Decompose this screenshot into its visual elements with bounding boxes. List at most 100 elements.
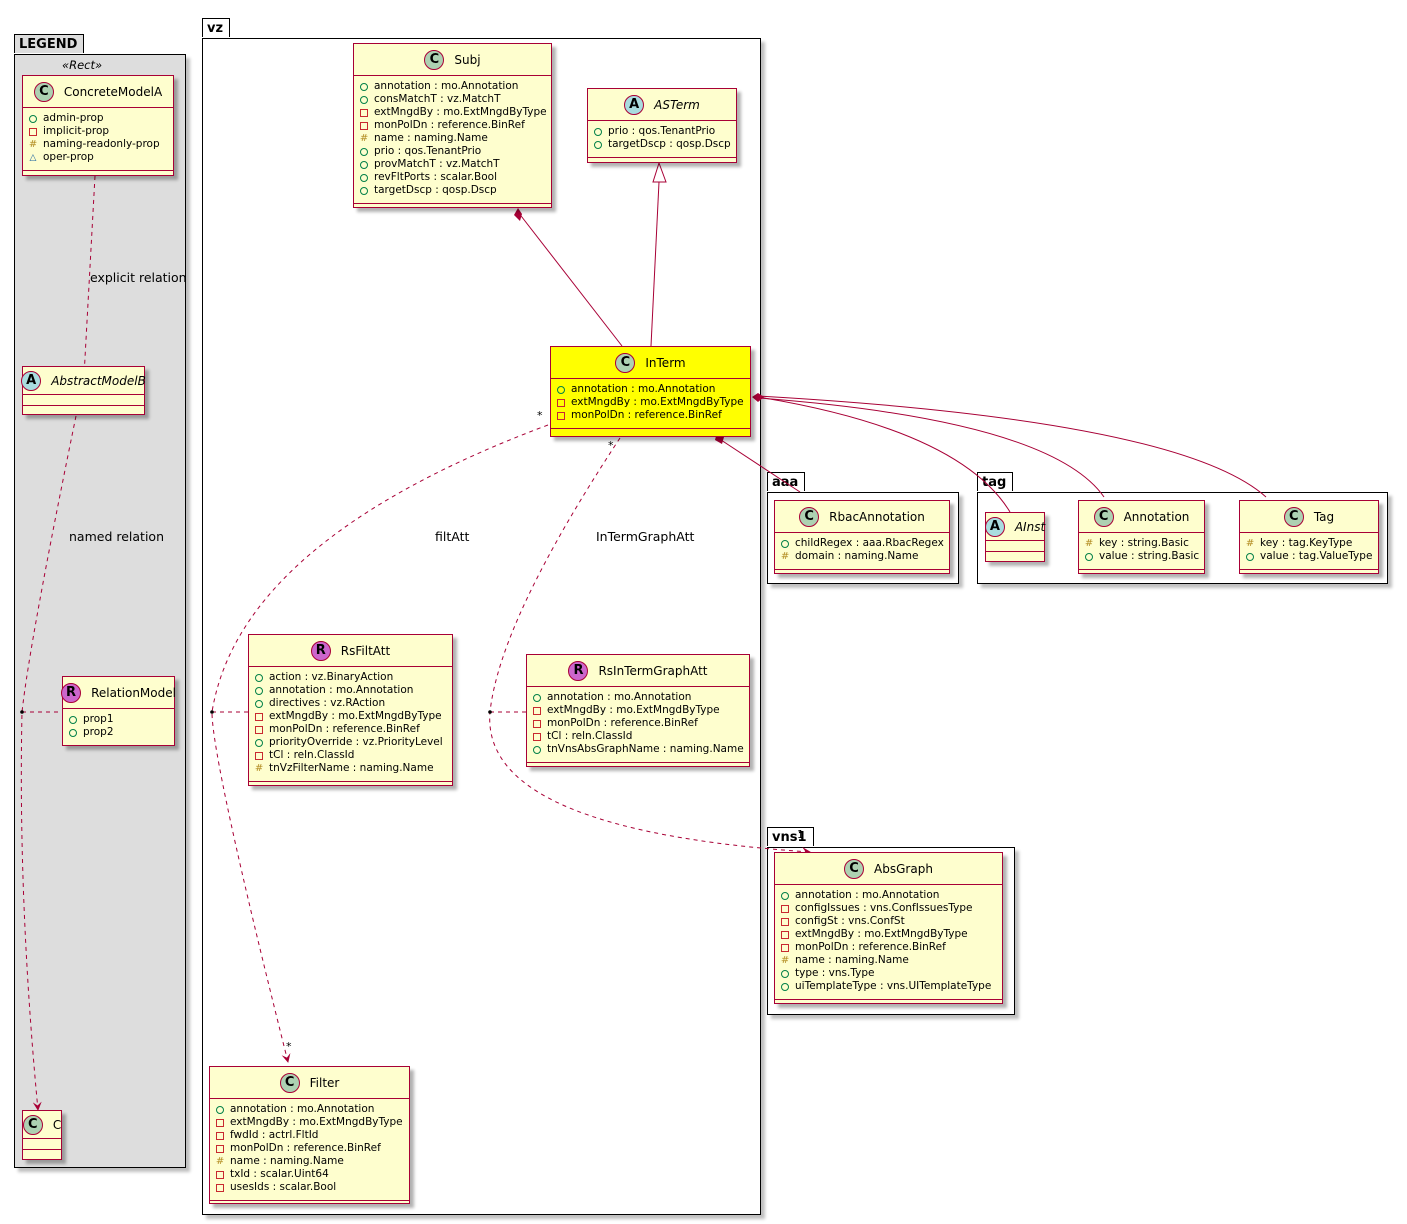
attribute-row: prop2 bbox=[69, 726, 168, 739]
visibility-prot-icon: # bbox=[28, 138, 38, 150]
class-kind-a-icon: A bbox=[984, 516, 1005, 537]
attribute-row: annotation : mo.Annotation bbox=[216, 1103, 403, 1116]
class-name: RsInTermGraphAtt bbox=[598, 663, 708, 678]
attribute-text: configIssues : vns.ConfIssuesType bbox=[795, 902, 973, 914]
visibility-priv-icon bbox=[29, 127, 37, 136]
visibility-pub-icon bbox=[1085, 552, 1093, 561]
attribute-row: extMngdBy : mo.ExtMngdByType bbox=[360, 106, 547, 119]
visibility-prot-icon: # bbox=[780, 550, 790, 562]
attribute-row: monPolDn : reference.BinRef bbox=[255, 723, 446, 736]
class-kind-c-icon: C bbox=[844, 858, 865, 879]
visibility-priv-icon bbox=[255, 751, 263, 760]
attribute-row: annotation : mo.Annotation bbox=[360, 80, 545, 93]
visibility-priv-icon bbox=[781, 943, 789, 952]
visibility-priv-icon bbox=[360, 121, 368, 130]
attribute-text: revFltPorts : scalar.Bool bbox=[374, 171, 498, 183]
visibility-prot-icon: # bbox=[359, 132, 369, 144]
attribute-text: monPolDn : reference.BinRef bbox=[571, 409, 722, 421]
attribute-text: prio : qos.TenantPrio bbox=[608, 125, 716, 137]
attribute-text: fwdId : actrl.FltId bbox=[230, 1129, 319, 1141]
attribute-row: annotation : mo.Annotation bbox=[533, 691, 743, 704]
visibility-pub-icon bbox=[216, 1105, 224, 1114]
attribute-text: txId : scalar.Uint64 bbox=[230, 1168, 329, 1180]
attribute-row: #name : naming.Name bbox=[216, 1155, 403, 1168]
attribute-text: monPolDn : reference.BinRef bbox=[269, 723, 420, 735]
class-kind-c-icon: C bbox=[424, 49, 445, 70]
explicit-relation-line bbox=[79, 175, 96, 377]
attribute-text: domain : naming.Name bbox=[795, 550, 919, 562]
attribute-row: type : vns.Type bbox=[781, 967, 996, 980]
attribute-row: tnVnsAbsGraphName : naming.Name bbox=[533, 743, 744, 756]
attribute-row: txId : scalar.Uint64 bbox=[216, 1168, 403, 1181]
attribute-text: key : string.Basic bbox=[1099, 537, 1189, 549]
attribute-text: extMngdBy : mo.ExtMngdByType bbox=[571, 396, 744, 408]
class-kind-c-icon: C bbox=[1283, 506, 1304, 527]
visibility-priv-icon bbox=[216, 1144, 224, 1153]
vns1-package-tab: vns1 bbox=[767, 827, 814, 846]
visibility-prot-icon: # bbox=[1084, 537, 1094, 549]
attribute-row: value : tag.ValueType bbox=[1246, 550, 1372, 563]
attribute-row: monPolDn : reference.BinRef bbox=[216, 1142, 403, 1155]
attribute-text: type : vns.Type bbox=[795, 967, 875, 979]
legend-package-tab: LEGEND bbox=[14, 34, 85, 53]
class-kind-c-icon: C bbox=[1093, 506, 1114, 527]
visibility-pub-icon bbox=[360, 82, 368, 91]
filtatt-source-multiplicity: * bbox=[537, 409, 543, 422]
attribute-text: monPolDn : reference.BinRef bbox=[547, 717, 698, 729]
class-name: Subj bbox=[454, 52, 481, 67]
attribute-row: extMngdBy : mo.ExtMngdByType bbox=[255, 710, 446, 723]
intermgraphatt-source-multiplicity: * bbox=[608, 439, 614, 452]
attribute-row: implicit-prop bbox=[29, 125, 167, 138]
subj-interm-line bbox=[517, 211, 623, 347]
attribute-row: usesIds : scalar.Bool bbox=[216, 1181, 403, 1194]
class-kind-c-icon: C bbox=[33, 81, 54, 102]
class-kind-r-icon: R bbox=[310, 640, 331, 661]
visibility-pub-icon bbox=[533, 745, 541, 754]
attribute-text: annotation : mo.Annotation bbox=[795, 889, 940, 901]
class-name: RbacAnnotation bbox=[829, 509, 925, 524]
attribute-text: implicit-prop bbox=[43, 125, 110, 137]
class-attributes: childRegex : aaa.RbacRegex#domain : nami… bbox=[775, 533, 949, 570]
class-name: ConcreteModelA bbox=[63, 84, 163, 99]
visibility-priv-icon bbox=[216, 1183, 224, 1192]
attribute-text: monPolDn : reference.BinRef bbox=[795, 941, 946, 953]
visibility-pub-icon bbox=[255, 699, 263, 708]
visibility-pub-icon bbox=[781, 891, 789, 900]
visibility-priv-icon bbox=[533, 706, 541, 715]
attribute-row: targetDscp : qosp.Dscp bbox=[360, 184, 545, 197]
visibility-prot-icon: # bbox=[215, 1155, 225, 1167]
visibility-priv-icon bbox=[533, 732, 541, 741]
attribute-row: # key : string.Basic bbox=[1085, 537, 1198, 550]
visibility-prot-icon: # bbox=[1245, 537, 1255, 549]
vz-package bbox=[202, 38, 761, 1215]
attribute-text: monPolDn : reference.BinRef bbox=[230, 1142, 381, 1154]
visibility-pkgv-icon: △ bbox=[29, 152, 37, 163]
class-name: AbstractModelB bbox=[51, 373, 146, 388]
attribute-row: # domain : naming.Name bbox=[781, 550, 943, 563]
attribute-text: configSt : vns.ConfSt bbox=[795, 915, 905, 927]
